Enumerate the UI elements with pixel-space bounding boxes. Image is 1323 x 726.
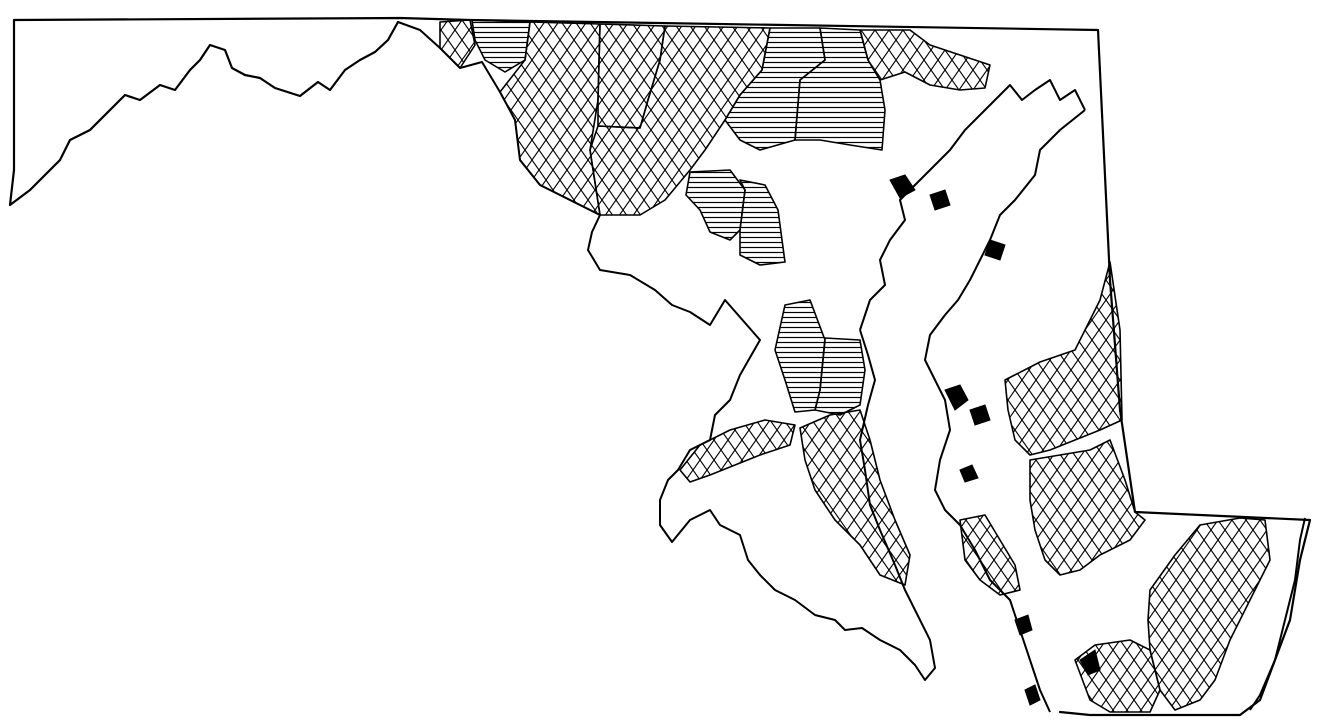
region-potomac-strip <box>679 419 796 483</box>
region-lower-shore-b <box>1074 639 1161 713</box>
state-outline <box>8 16 1312 717</box>
western-bay-shore <box>859 79 1086 331</box>
region-central-b <box>739 179 786 266</box>
region-eastern-shore-b <box>1029 439 1146 576</box>
region-southern-a <box>774 299 826 413</box>
region-southern-peninsula <box>799 409 911 586</box>
region-north-east-c <box>859 29 991 91</box>
region-eastern-shore-a <box>1004 261 1123 456</box>
region-southern-b <box>814 337 866 416</box>
region-central-a <box>685 169 746 241</box>
atlantic-coast <box>1249 517 1306 711</box>
bay-islands <box>889 174 1101 706</box>
county-regions <box>439 19 1271 713</box>
region-nw-frederick-a <box>439 19 476 69</box>
region-lower-shore-a <box>1147 517 1271 711</box>
region-eastern-shore-c <box>959 514 1021 596</box>
